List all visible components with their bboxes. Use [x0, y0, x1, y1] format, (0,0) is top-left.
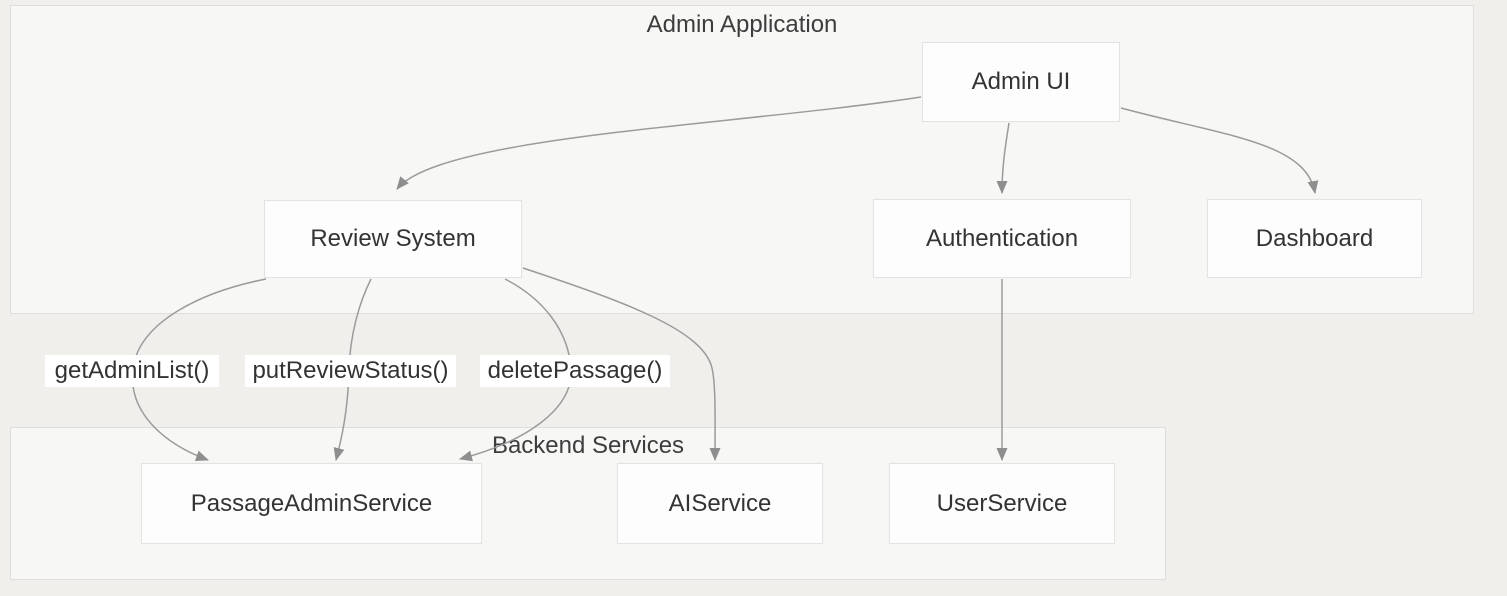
node-admin-ui-label: Admin UI	[971, 68, 1071, 95]
edge-label-putreviewstatus: putReviewStatus()	[245, 355, 456, 387]
node-authentication-label: Authentication	[925, 224, 1079, 252]
node-ai-service-label: AIService	[668, 489, 772, 517]
node-dashboard-label: Dashboard	[1255, 224, 1374, 252]
node-passage-admin-service: PassageAdminService	[141, 463, 482, 544]
node-dashboard: Dashboard	[1207, 199, 1422, 278]
edge-label-getadminlist: getAdminList()	[45, 355, 219, 387]
node-review-system-label: Review System	[310, 225, 476, 252]
node-user-service-label: UserService	[936, 489, 1068, 517]
node-ai-service: AIService	[617, 463, 823, 544]
node-passage-admin-service-label: PassageAdminService	[190, 489, 433, 517]
node-admin-ui: Admin UI	[922, 42, 1120, 122]
edge-label-deletepassage: deletePassage()	[480, 355, 670, 387]
node-authentication: Authentication	[873, 199, 1131, 278]
node-review-system: Review System	[264, 200, 522, 278]
cluster-title-admin-application: Admin Application	[646, 11, 838, 38]
cluster-title-backend-services: Backend Services	[491, 432, 685, 459]
node-user-service: UserService	[889, 463, 1115, 544]
